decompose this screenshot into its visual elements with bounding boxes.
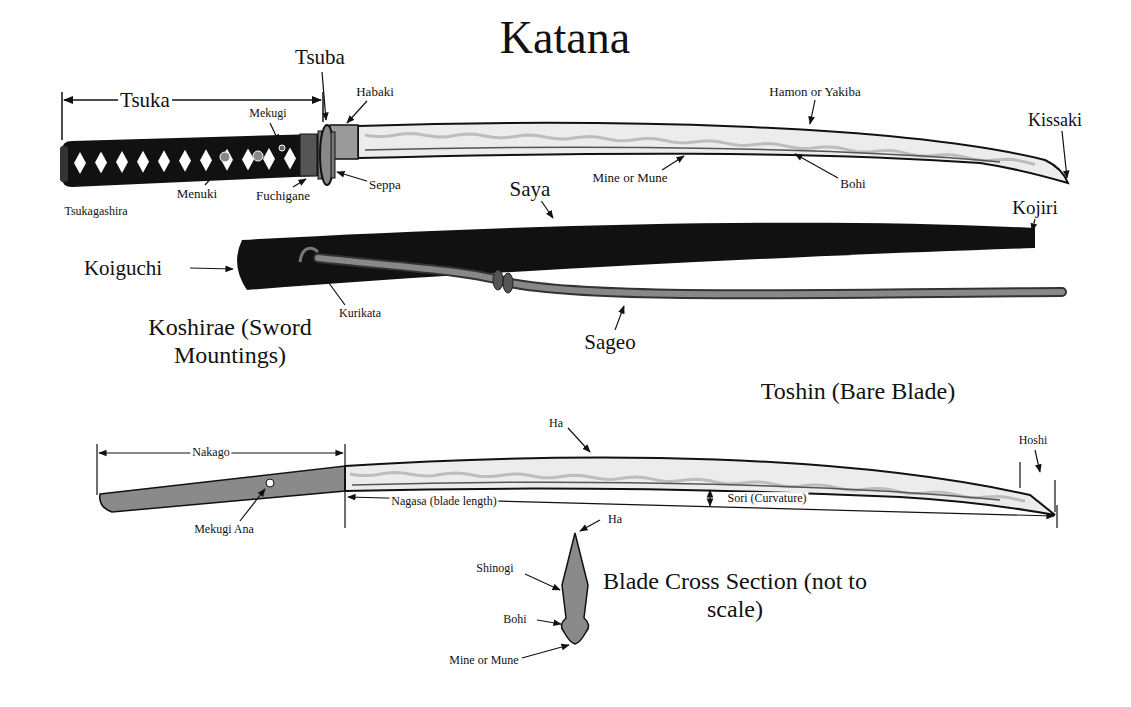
part-label: Nakago <box>190 446 231 460</box>
part-label: Bohi <box>838 177 867 192</box>
part-label: Tsuka <box>118 88 172 112</box>
part-label: Koiguchi <box>82 256 164 280</box>
part-label: Habaki <box>354 85 396 100</box>
caption: Koshirae (Sword Mountings) <box>128 314 332 369</box>
nakago <box>100 466 345 512</box>
part-label: Kurikata <box>337 307 383 321</box>
fuchigane <box>300 134 317 176</box>
part-label: Mine or Mune <box>590 171 669 186</box>
caption: Toshin (Bare Blade) <box>741 378 975 406</box>
part-label: Mekugi Ana <box>192 523 256 537</box>
part-label: Ha <box>547 417 565 431</box>
part-label: Menuki <box>175 187 219 202</box>
tsuba <box>320 125 334 185</box>
part-label: Kojiri <box>1010 197 1059 219</box>
part-label: Sageo <box>582 330 637 354</box>
dimension-line <box>64 99 321 101</box>
hamon-line <box>365 134 1035 165</box>
menuki <box>253 151 263 161</box>
seppa <box>331 132 335 178</box>
mekugi-ana <box>266 479 274 487</box>
bohi-groove <box>365 147 1000 162</box>
part-label: Ha <box>606 513 624 527</box>
caption: Blade Cross Section (not to scale) <box>593 568 877 623</box>
part-label: Mekugi <box>247 107 288 121</box>
part-label: Hoshi <box>1017 434 1050 448</box>
part-label: Nagasa (blade length) <box>389 495 498 509</box>
part-label: Tsukagashira <box>62 205 129 219</box>
blade-cross-section <box>561 533 588 644</box>
blade <box>358 123 1068 183</box>
part-label: Sori (Curvature) <box>726 492 809 506</box>
tsuka-wrap <box>74 148 296 175</box>
part-label: Tsuba <box>293 45 347 69</box>
part-label: Hamon or Yakiba <box>767 85 862 100</box>
title: Katana <box>498 12 632 65</box>
sageo <box>318 258 1062 294</box>
mekugi <box>279 145 285 151</box>
part-label: Kissaki <box>1026 110 1084 131</box>
part-label: Seppa <box>367 178 403 193</box>
part-label: Bohi <box>501 613 528 627</box>
saya <box>237 223 1035 290</box>
menuki <box>220 152 230 162</box>
part-label: Mine or Mune <box>447 654 520 668</box>
tsukagashira <box>60 146 68 182</box>
bare-blade <box>345 458 1055 515</box>
part-label: Shinogi <box>474 562 515 576</box>
part-label: Fuchigane <box>254 189 312 204</box>
part-label: Saya <box>508 177 553 201</box>
tsuka-handle <box>62 134 318 187</box>
